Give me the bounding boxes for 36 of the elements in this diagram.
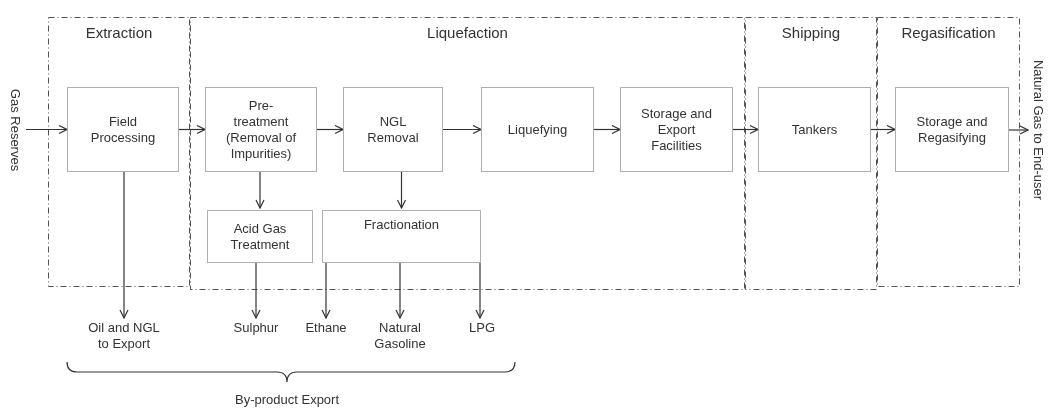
arrow: [25, 124, 68, 135]
process-box: Field Processing: [67, 87, 179, 172]
process-box: NGL Removal: [343, 87, 443, 172]
arrow: [395, 262, 405, 319]
stage-title: Shipping: [781, 25, 841, 41]
arrow: [119, 171, 129, 319]
arrow: [732, 124, 759, 135]
process-box: Storage and Export Facilities: [620, 87, 733, 172]
arrow: [442, 124, 482, 135]
rotated-label: Gas Reserves: [4, 60, 26, 200]
arrow: [255, 171, 265, 209]
process-box: Pre-treatment (Removal of Impurities): [205, 87, 317, 172]
output-label: Sulphur: [228, 320, 284, 338]
brace-label: By-product Export: [235, 392, 340, 407]
output-label: Ethane: [300, 320, 352, 338]
arrow: [396, 171, 407, 209]
output-label: Oil and NGL to Export: [82, 320, 166, 354]
arrow: [316, 124, 344, 135]
stage-title: Extraction: [85, 25, 153, 41]
arrow: [1008, 125, 1029, 135]
arrow: [475, 262, 485, 319]
stage-title: Regasification: [901, 25, 996, 41]
process-box: Acid Gas Treatment: [207, 210, 313, 263]
arrow: [251, 262, 261, 319]
arrow: [321, 262, 331, 319]
arrow: [870, 124, 896, 135]
output-label: LPG: [466, 320, 498, 338]
output-label: Natural Gasoline: [365, 320, 435, 354]
process-box: Tankers: [758, 87, 871, 172]
rotated-label: Natural Gas to End-user: [1028, 30, 1048, 230]
arrow: [178, 124, 206, 135]
arrow: [593, 124, 621, 135]
process-box: Liquefying: [481, 87, 594, 172]
process-box: Fractionation: [322, 210, 481, 263]
process-box: Storage and Regasifying: [895, 87, 1009, 172]
stage-title: Liquefaction: [427, 25, 508, 41]
